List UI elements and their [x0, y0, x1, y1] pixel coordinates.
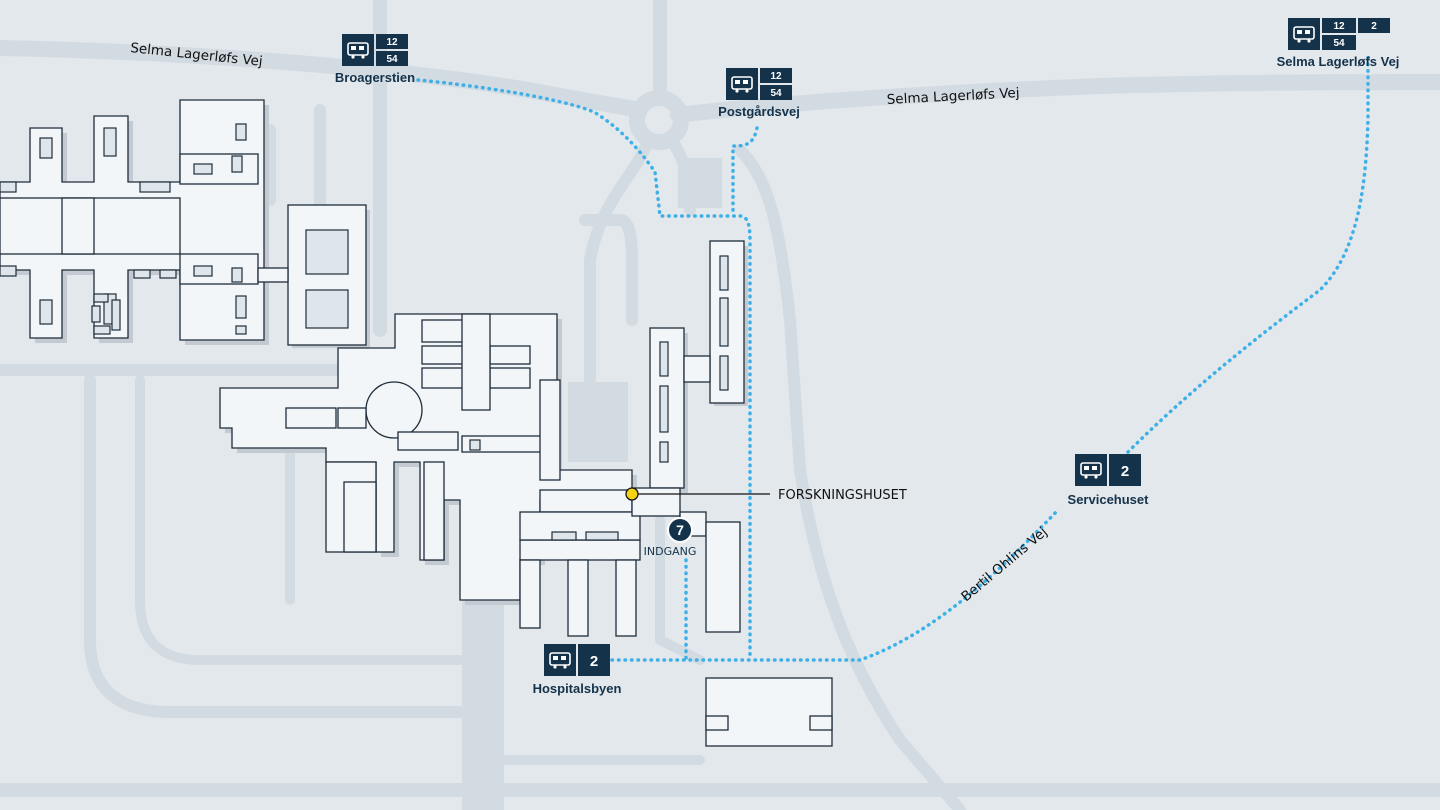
building-central-hub [219, 313, 641, 637]
bus-stop-servicehuset[interactable]: 2 Servicehuset [1068, 454, 1150, 507]
poi-marker-dot[interactable] [625, 487, 639, 501]
route-box [760, 85, 792, 100]
bus-icon-glyph [1293, 26, 1315, 43]
route-number: 2 [1371, 21, 1377, 32]
entrance-marker[interactable]: 7 INDGANG [644, 517, 697, 558]
route-number: 12 [770, 71, 782, 82]
bus-stop-name: Broagerstien [335, 70, 415, 85]
bus-icon [1075, 454, 1107, 486]
bus-stop-name: Postgårdsvej [718, 104, 800, 119]
bus-stop-broagerstien[interactable]: 12 54 Broagerstien [335, 34, 415, 85]
street-label-selma-east: Selma Lagerløfs Vej [886, 85, 1020, 108]
route-box [578, 644, 610, 676]
entrance-label: INDGANG [644, 545, 697, 558]
route-box [376, 51, 408, 66]
building-west-wing [0, 99, 269, 345]
bus-icon [726, 68, 758, 100]
entrance-number-badge[interactable] [667, 517, 693, 543]
route-number: 12 [1333, 21, 1345, 32]
route-number: 54 [386, 54, 398, 65]
bus-icon [1288, 18, 1320, 50]
bus-stop-name: Hospitalsbyen [533, 681, 622, 696]
bus-stop-postgardsvej[interactable]: 12 54 Postgårdsvej [718, 68, 800, 119]
bus-icon-glyph [731, 76, 753, 93]
parking-lot-center [568, 382, 628, 462]
bus-stop-name: Selma Lagerløfs Vej [1277, 54, 1400, 69]
poi-forskningshuset[interactable]: FORSKNINGSHUSET [625, 487, 907, 503]
bus-stop-hospitalsbyen[interactable]: 2 Hospitalsbyen [533, 644, 622, 696]
route-number: 2 [590, 653, 598, 670]
bus-icon [544, 644, 576, 676]
building-courtyard-block [257, 204, 370, 348]
buildings [0, 99, 833, 747]
building-south [705, 677, 833, 747]
route-number: 12 [386, 37, 398, 48]
entrance-number: 7 [676, 522, 684, 538]
building-east-wings [631, 240, 748, 633]
bus-stop-selma-ne[interactable]: 12 2 54 Selma Lagerløfs Vej [1277, 18, 1400, 69]
route-box [376, 34, 408, 49]
route-box [1358, 18, 1390, 33]
route-box [1322, 35, 1356, 50]
bus-icon-glyph [347, 42, 369, 59]
bus-stop-name: Servicehuset [1068, 492, 1150, 507]
bus-icon [342, 34, 374, 66]
bus-icon-glyph [1080, 462, 1102, 479]
poi-label: FORSKNINGSHUSET [778, 488, 907, 503]
route-box [1322, 18, 1356, 33]
route-box [760, 68, 792, 83]
route-number: 54 [1333, 38, 1345, 49]
parking-lot-north [678, 158, 722, 208]
walking-routes [416, 50, 1370, 662]
route-number: 2 [1121, 463, 1129, 480]
route-box [1109, 454, 1141, 486]
bus-icon-glyph [549, 652, 571, 669]
route-number: 54 [770, 88, 782, 99]
